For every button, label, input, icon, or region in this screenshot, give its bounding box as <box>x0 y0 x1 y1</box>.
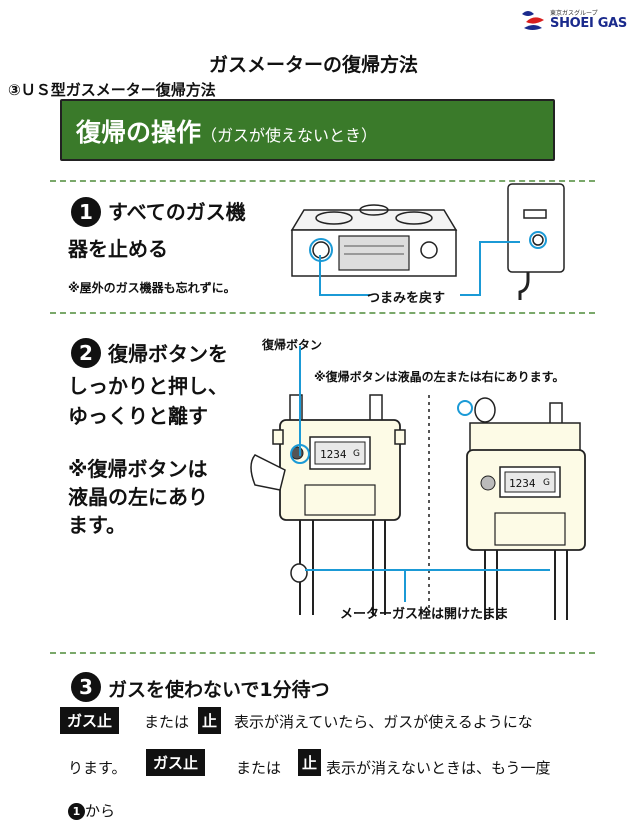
stop-indicator-2: 止 <box>298 749 322 776</box>
step-1-line2: 器を止める <box>68 237 168 261</box>
step-3-text-1: 表示が消えていたら、ガスが使えるようにな <box>234 713 533 731</box>
gas-stop-indicator-2: ガス止 <box>146 749 206 776</box>
step-3-line1: ガス止 <box>60 707 120 734</box>
page-subtitle: ③ＵＳ型ガスメーター復帰方法 <box>8 81 216 99</box>
banner-sub-text: （ガスが使えないとき） <box>201 126 378 145</box>
step-3-heading: ガスを使わないで1分待つ <box>108 679 330 701</box>
step-1-note: ※屋外のガス機器も忘れずに。 <box>68 281 236 295</box>
divider-3 <box>50 652 595 654</box>
section-banner: 復帰の操作（ガスが使えないとき） <box>60 99 555 161</box>
callout-lines-step1 <box>319 241 520 296</box>
svg-text:G: G <box>543 478 550 488</box>
gas-stop-indicator-2-wrap: ガス止 <box>146 749 206 776</box>
svg-text:G: G <box>353 449 360 459</box>
gas-stove-illustration <box>290 204 458 277</box>
company-logo: 東京ガスグループ SHOEI GAS <box>520 8 627 34</box>
stop-indicator-1-wrap: 止 <box>198 707 222 734</box>
step-2-note2: 液晶の左にあり <box>68 485 208 509</box>
step-3-text-3: 表示が消えないときは、もう一度 <box>326 759 551 777</box>
logo-group-text: 東京ガスグループ <box>550 10 598 17</box>
from-text: から <box>85 802 116 820</box>
step-2-line1: 復帰ボタンを <box>108 342 228 366</box>
step-1-number: 1 <box>71 197 101 227</box>
divider-1 <box>50 180 595 182</box>
page-title: ガスメーターの復帰方法 <box>208 54 418 76</box>
step-2-note3: ます。 <box>68 513 126 537</box>
stop-indicator: 止 <box>198 707 222 734</box>
banner-text: 復帰の操作（ガスが使えないとき） <box>76 113 377 149</box>
callout-knob-label: つまみを戻す <box>367 291 446 306</box>
step-2-note1: ※復帰ボタンは <box>68 457 208 481</box>
reset-button-label: 復帰ボタン <box>262 338 323 352</box>
divider-2 <box>50 312 595 314</box>
step-2-line3: ゆっくりと離す <box>68 404 208 428</box>
meter-right-display: 1234 <box>509 477 536 490</box>
meter-left-display: 1234 <box>320 448 347 461</box>
banner-main-text: 復帰の操作 <box>76 118 202 147</box>
meter-separator <box>428 395 430 615</box>
reset-button-position-note: ※復帰ボタンは液晶の左または右にあります。 <box>314 370 565 384</box>
step-3-text-2: ります。 <box>68 759 127 777</box>
valve-label: メーターガス栓は開けたまま <box>340 607 509 622</box>
step-1-line1: すべてのガス機 <box>108 200 246 224</box>
step-2-line2: しっかりと押し、 <box>68 374 228 398</box>
from-step-number: 1 <box>68 803 85 820</box>
step-3-or-2: または <box>236 759 282 777</box>
gas-meter-left-illustration: 1234 G <box>250 394 406 615</box>
stop-indicator-2-wrap: 止 <box>298 749 322 776</box>
logo-name: SHOEI GAS <box>550 16 627 31</box>
step-2-number: 2 <box>71 338 101 368</box>
callout-lines-step2 <box>290 346 550 602</box>
step-3-or-1: または <box>144 713 190 731</box>
gas-stop-indicator: ガス止 <box>60 707 120 734</box>
logo-icon <box>522 11 544 30</box>
water-heater-illustration <box>507 183 565 300</box>
gas-meter-right-illustration: 1234 G <box>466 397 586 620</box>
step-3-number: 3 <box>71 672 101 702</box>
